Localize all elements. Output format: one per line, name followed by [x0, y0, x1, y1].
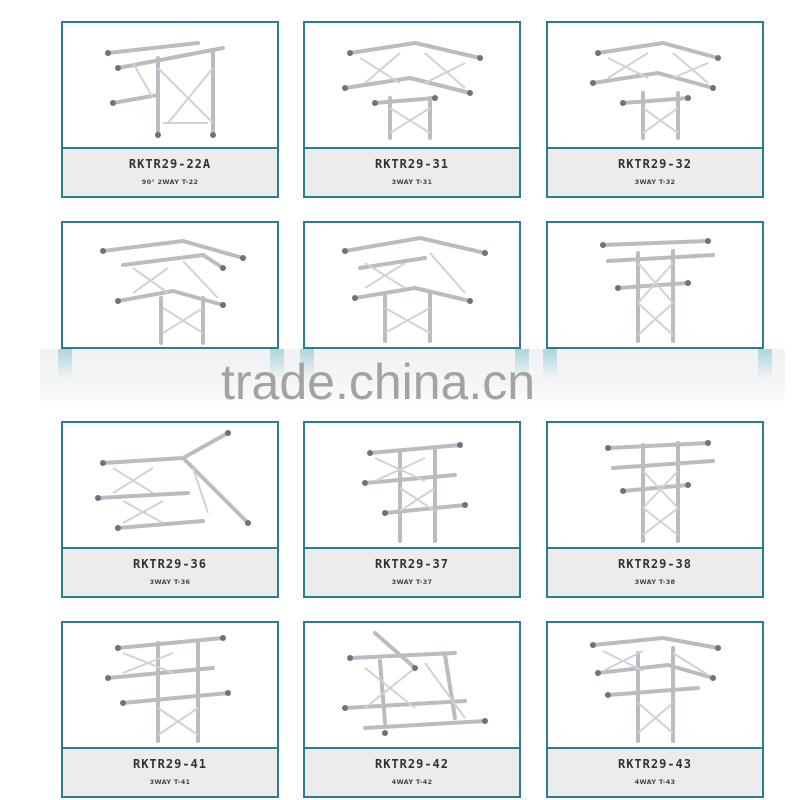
- product-label: RKTR29-42 4WAY T-42: [305, 749, 519, 796]
- product-label: RKTR29-43 4WAY T-43: [548, 749, 762, 796]
- truss-3way-t-vertical-image: [305, 423, 519, 549]
- product-label: RKTR29-37 3WAY T-37: [305, 549, 519, 596]
- product-card[interactable]: RKTR29-31 3WAY T-31: [303, 21, 521, 198]
- truss-3way-corner-image: [548, 23, 762, 149]
- watermark-text: trade.china.cn: [221, 354, 536, 410]
- product-subtitle: 3WAY T-37: [391, 578, 433, 586]
- truss-3way-t-image: [63, 623, 277, 749]
- truss-4way-corner-image: [548, 623, 762, 749]
- product-subtitle: 3WAY T-41: [149, 778, 191, 786]
- product-subtitle: 90° 2WAY T-22: [141, 178, 199, 186]
- product-card[interactable]: RKTR29-22A 90° 2WAY T-22: [61, 21, 279, 198]
- product-model: RKTR29-36: [132, 557, 208, 571]
- card-edge-fade: [300, 349, 314, 379]
- card-edge-fade: [758, 349, 772, 379]
- product-card[interactable]: RKTR29-38 3WAY T-38: [546, 421, 764, 598]
- truss-3way-t-vertical-image: [548, 423, 762, 549]
- truss-icon: [362, 442, 468, 543]
- card-edge-fade: [515, 349, 529, 379]
- product-card[interactable]: RKTR29-41 3WAY T-41: [61, 621, 279, 798]
- truss-icon: [342, 236, 488, 343]
- product-model: RKTR29-37: [374, 557, 450, 571]
- product-card[interactable]: RKTR29-42 4WAY T-42: [303, 621, 521, 798]
- truss-90-degree-2way-corner-image: [63, 23, 277, 149]
- product-model: RKTR29-22A: [128, 157, 212, 171]
- truss-icon: [600, 238, 715, 343]
- product-subtitle: 3WAY T-31: [391, 178, 433, 186]
- product-model: RKTR29-31: [374, 157, 450, 171]
- card-edge-fade: [58, 349, 72, 379]
- product-card[interactable]: RKTR29-36 3WAY T-36: [61, 421, 279, 598]
- product-model: RKTR29-38: [617, 557, 693, 571]
- product-card[interactable]: [546, 221, 764, 349]
- truss-3way-t-horizontal-image: [63, 423, 277, 549]
- product-card[interactable]: RKTR29-43 4WAY T-43: [546, 621, 764, 798]
- product-label: RKTR29-31 3WAY T-31: [305, 149, 519, 196]
- product-card[interactable]: RKTR29-32 3WAY T-32: [546, 21, 764, 198]
- card-edge-fade: [543, 349, 557, 379]
- truss-3way-corner-down-image: [305, 223, 519, 349]
- truss-icon: [105, 635, 231, 743]
- card-edge-fade: [270, 349, 284, 379]
- truss-icon: [95, 430, 251, 531]
- product-card[interactable]: [303, 221, 521, 349]
- truss-icon: [100, 239, 246, 345]
- product-card[interactable]: [61, 221, 279, 349]
- truss-icon: [590, 41, 721, 140]
- product-subtitle: 3WAY T-32: [634, 178, 676, 186]
- truss-icon: [342, 41, 483, 140]
- product-subtitle: 4WAY T-42: [391, 778, 433, 786]
- product-model: RKTR29-42: [374, 757, 450, 771]
- truss-icon: [605, 440, 715, 543]
- product-label: RKTR29-36 3WAY T-36: [63, 549, 277, 596]
- truss-icon: [342, 631, 488, 736]
- truss-icon: [590, 636, 721, 743]
- product-label: RKTR29-41 3WAY T-41: [63, 749, 277, 796]
- truss-3way-corner-down-image: [63, 223, 277, 349]
- product-subtitle: 3WAY T-38: [634, 578, 676, 586]
- product-model: RKTR29-41: [132, 757, 208, 771]
- fade-band: [40, 349, 785, 407]
- product-subtitle: 3WAY T-36: [149, 578, 191, 586]
- product-card[interactable]: RKTR29-37 3WAY T-37: [303, 421, 521, 598]
- product-model: RKTR29-43: [617, 757, 693, 771]
- truss-t-junction-down-image: [548, 223, 762, 349]
- truss-icon: [105, 41, 225, 138]
- product-label: RKTR29-38 3WAY T-38: [548, 549, 762, 596]
- truss-4way-cross-image: [305, 623, 519, 749]
- product-subtitle: 4WAY T-43: [634, 778, 676, 786]
- truss-3way-corner-image: [305, 23, 519, 149]
- product-model: RKTR29-32: [617, 157, 693, 171]
- product-label: RKTR29-32 3WAY T-32: [548, 149, 762, 196]
- product-label: RKTR29-22A 90° 2WAY T-22: [63, 149, 277, 196]
